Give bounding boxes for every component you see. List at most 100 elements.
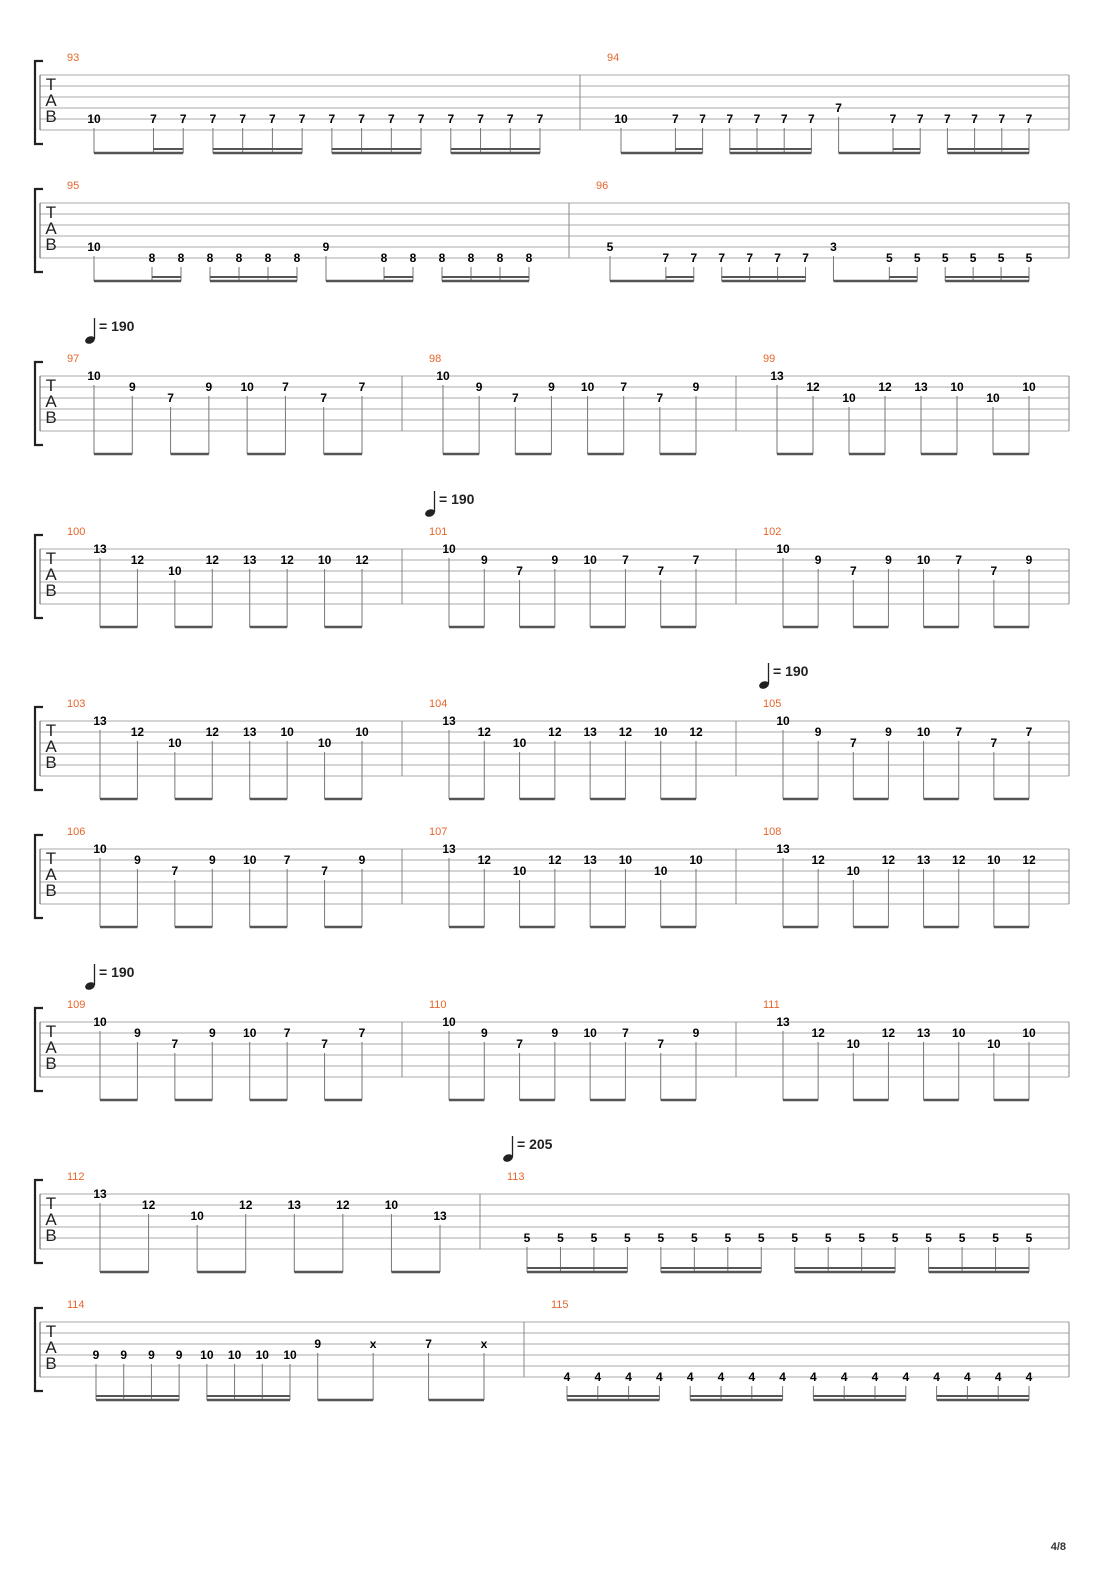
- fret-number: 13: [93, 714, 107, 728]
- fret-number: 4: [564, 1370, 571, 1384]
- fret-number: 10: [168, 564, 182, 578]
- fret-number: 13: [442, 714, 456, 728]
- tab-clef-letter: B: [45, 1226, 56, 1245]
- fret-number: 10: [917, 553, 931, 567]
- fret-number: 7: [269, 112, 276, 126]
- fret-number: 5: [998, 251, 1005, 265]
- fret-number: 12: [952, 853, 966, 867]
- tab-clef-letter: B: [45, 235, 56, 254]
- fret-number: 9: [481, 1026, 488, 1040]
- fret-number: 9: [314, 1337, 321, 1351]
- quarter-note-icon: [85, 982, 95, 990]
- fret-number: 7: [850, 564, 857, 578]
- system-bracket: [33, 533, 43, 620]
- fret-number: 7: [537, 112, 544, 126]
- quarter-note-icon: [759, 681, 769, 689]
- fret-number: 7: [693, 553, 700, 567]
- fret-number: 7: [746, 251, 753, 265]
- system-bracket: [33, 1306, 43, 1393]
- fret-number: 10: [581, 380, 595, 394]
- fret-number: 12: [811, 853, 825, 867]
- fret-number: 9: [885, 553, 892, 567]
- fret-number: 4: [718, 1370, 725, 1384]
- fret-number: 4: [810, 1370, 817, 1384]
- fret-number: 8: [381, 251, 388, 265]
- fret-number: 5: [858, 1231, 865, 1245]
- fret-number: 7: [944, 112, 951, 126]
- tab-clef-letter: B: [45, 1054, 56, 1073]
- measure-number: 115: [551, 1299, 569, 1311]
- measure-number: 101: [429, 526, 447, 538]
- tab-clef-letter: T: [46, 1322, 56, 1341]
- fret-number: 12: [478, 853, 492, 867]
- fret-number: 7: [507, 112, 514, 126]
- fret-number: 5: [886, 251, 893, 265]
- fret-number: 5: [724, 1231, 731, 1245]
- fret-number: 9: [552, 553, 559, 567]
- tab-clef-letter: B: [45, 581, 56, 600]
- fret-number: 7: [835, 101, 842, 115]
- fret-number: 12: [280, 553, 294, 567]
- fret-number: 10: [355, 725, 369, 739]
- measure-number: 105: [763, 698, 781, 710]
- fret-number: 10: [318, 736, 332, 750]
- fret-number: 9: [815, 553, 822, 567]
- measure-number: 97: [67, 353, 79, 365]
- fret-number: 10: [952, 1026, 966, 1040]
- system-bracket: [33, 705, 43, 792]
- fret-number: 4: [687, 1370, 694, 1384]
- fret-number: 13: [917, 853, 931, 867]
- fret-number: 7: [955, 725, 962, 739]
- dead-note: x: [481, 1337, 488, 1351]
- fret-number: 13: [776, 1015, 790, 1029]
- fret-number: 9: [323, 240, 330, 254]
- fret-number: 8: [526, 251, 533, 265]
- measure-number: 99: [763, 353, 775, 365]
- fret-number: 10: [87, 112, 101, 126]
- fret-number: 10: [200, 1348, 214, 1362]
- fret-number: 12: [206, 725, 220, 739]
- fret-number: 5: [942, 251, 949, 265]
- fret-number: 12: [478, 725, 492, 739]
- fret-number: 7: [991, 736, 998, 750]
- fret-number: 7: [321, 1037, 328, 1051]
- fret-number: 5: [591, 1231, 598, 1245]
- fret-number: 9: [693, 380, 700, 394]
- measure-number: 107: [429, 826, 447, 838]
- fret-number: 13: [243, 725, 257, 739]
- fret-number: 7: [774, 251, 781, 265]
- fret-number: 12: [882, 853, 896, 867]
- fret-number: 9: [476, 380, 483, 394]
- fret-number: 12: [239, 1198, 253, 1212]
- fret-number: 10: [168, 736, 182, 750]
- fret-number: 10: [513, 864, 527, 878]
- measure-number: 106: [67, 826, 85, 838]
- fret-number: 10: [689, 853, 703, 867]
- fret-number: 5: [914, 251, 921, 265]
- fret-number: 13: [583, 725, 597, 739]
- fret-number: 7: [210, 112, 217, 126]
- fret-number: 7: [239, 112, 246, 126]
- fret-number: 10: [256, 1348, 270, 1362]
- tab-clef-letter: T: [46, 1022, 56, 1041]
- fret-number: 7: [418, 112, 425, 126]
- fret-number: 4: [625, 1370, 632, 1384]
- fret-number: 3: [830, 240, 837, 254]
- page-number: 4/8: [1051, 1541, 1066, 1553]
- fret-number: 5: [691, 1231, 698, 1245]
- fret-number: 9: [359, 853, 366, 867]
- fret-number: 5: [557, 1231, 564, 1245]
- tab-clef-letter: A: [45, 565, 57, 584]
- system-bracket: [33, 1178, 43, 1265]
- fret-number: 10: [847, 864, 861, 878]
- fret-number: 7: [320, 391, 327, 405]
- fret-number: 12: [131, 553, 145, 567]
- tempo-marking: = 190: [759, 663, 809, 689]
- fret-number: 10: [776, 714, 790, 728]
- fret-number: 7: [180, 112, 187, 126]
